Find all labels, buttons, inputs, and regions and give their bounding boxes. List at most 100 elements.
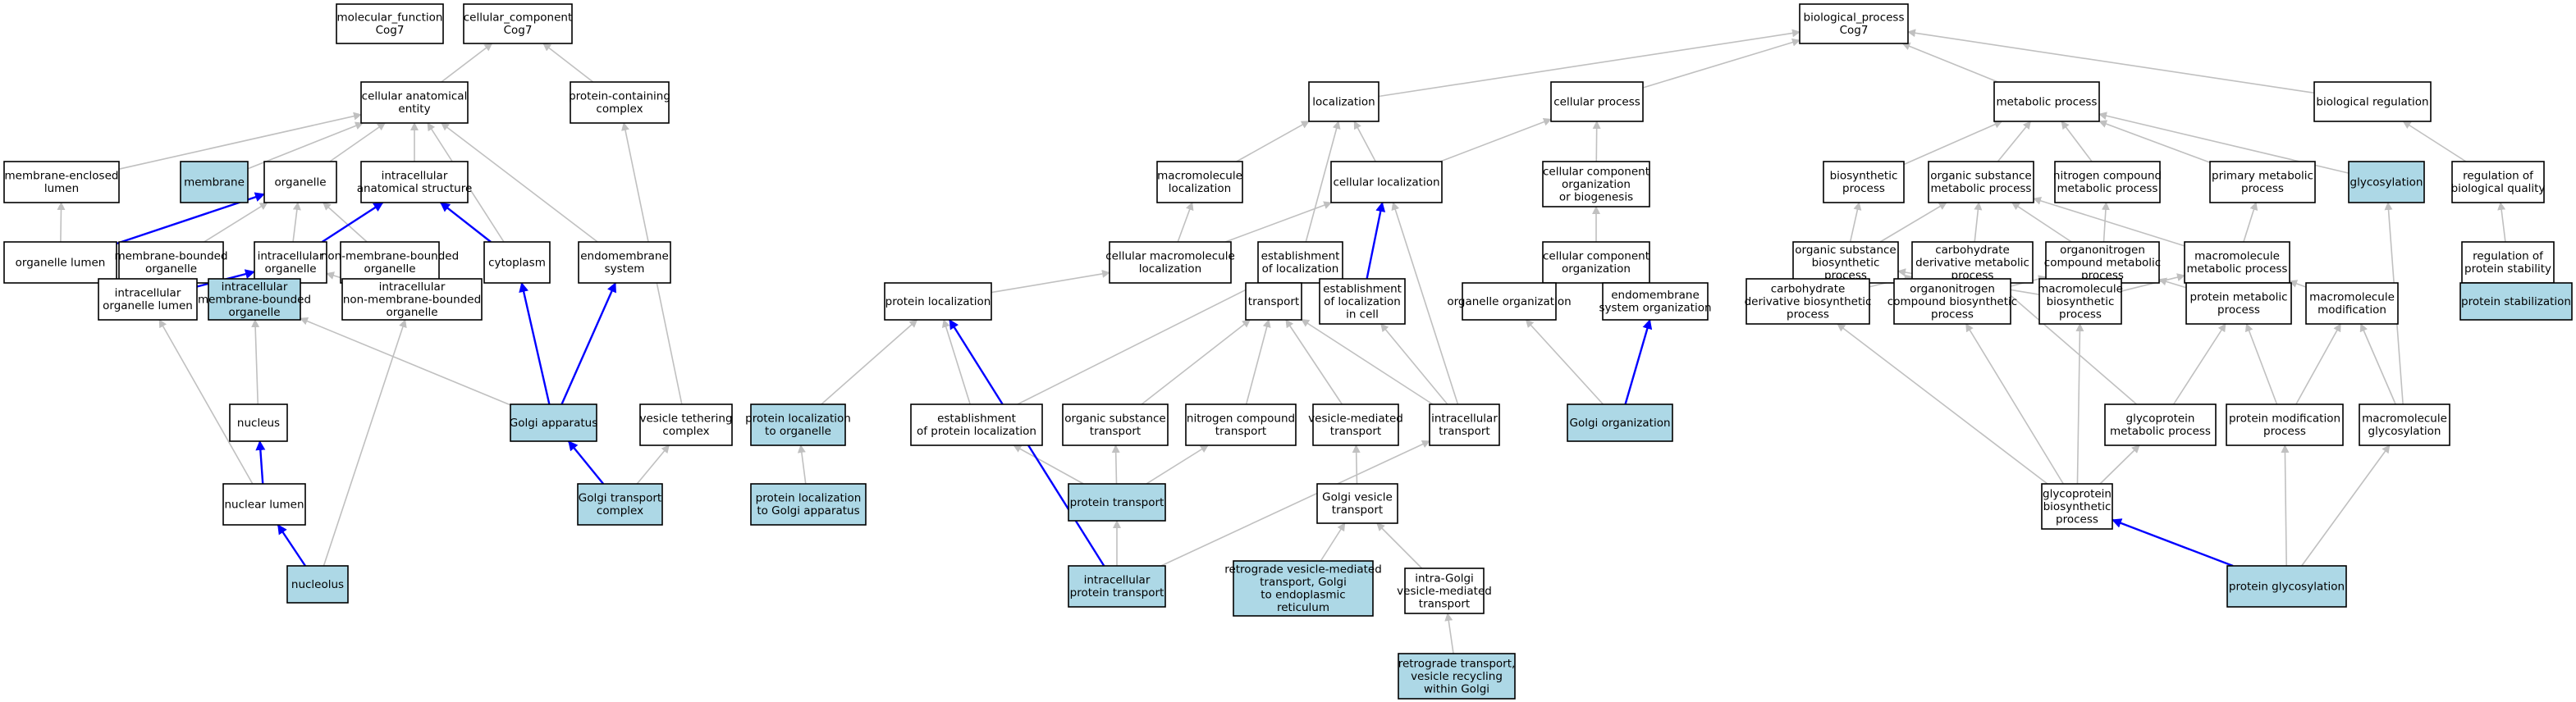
node-ptrans[interactable]: protein transport xyxy=(1068,483,1166,522)
node-bioreg[interactable]: biological regulation xyxy=(2313,81,2432,122)
node-box xyxy=(98,278,198,321)
node-box xyxy=(1233,560,1374,617)
node-label-line: protein stability xyxy=(2464,262,2551,276)
node-label-line: non-membrane-bounded xyxy=(321,250,459,263)
node-cellloc[interactable]: cellular localization xyxy=(1330,161,1443,203)
node-nucleolus[interactable]: nucleolus xyxy=(286,565,349,604)
node-pstab[interactable]: protein stabilization xyxy=(2459,282,2573,321)
node-orgorg[interactable]: organelle organization xyxy=(1447,282,1572,321)
node-pglyc[interactable]: protein glycosylation xyxy=(2226,565,2347,608)
node-orglumen[interactable]: organelle lumen xyxy=(3,241,117,284)
node-glycosylation[interactable]: glycosylation xyxy=(2348,161,2425,203)
node-box xyxy=(463,3,573,44)
node-metproc[interactable]: metabolic process xyxy=(1993,81,2100,122)
node-label-line: lumen xyxy=(44,182,79,195)
node-cytoplasm[interactable]: cytoplasm xyxy=(483,241,551,284)
node-label-line: organelle organization xyxy=(1447,295,1571,308)
node-nucleus[interactable]: nucleus xyxy=(229,403,288,442)
node-box xyxy=(1542,161,1650,207)
node-cellproc[interactable]: cellular process xyxy=(1550,81,1644,122)
node-localization[interactable]: localization xyxy=(1308,81,1380,122)
node-box xyxy=(1062,403,1169,446)
node-label-line: endomembrane xyxy=(1611,289,1700,302)
edge-organelle-to-cae xyxy=(329,122,386,162)
node-box xyxy=(1567,403,1673,442)
node-label-line: vesicle recycling xyxy=(1411,670,1503,683)
node-nuclum[interactable]: nuclear lumen xyxy=(222,483,306,526)
node-rtvr[interactable]: retrograde transport,vesicle recyclingwi… xyxy=(1398,653,1516,700)
node-label-line: transport xyxy=(1332,504,1383,517)
node-box xyxy=(1792,241,1899,284)
node-inmbo[interactable]: intracellularnon-membrane-boundedorganel… xyxy=(341,278,483,321)
node-organelle[interactable]: organelle xyxy=(263,161,337,203)
edge-gbp-to-oncbp xyxy=(1965,323,2064,485)
node-box xyxy=(229,403,288,442)
node-box xyxy=(1330,161,1443,203)
node-box xyxy=(1068,565,1166,608)
node-box xyxy=(510,403,597,442)
node-golgiorg[interactable]: Golgi organization xyxy=(1567,403,1673,442)
node-membrane[interactable]: membrane xyxy=(180,161,249,203)
node-golgi[interactable]: Golgi apparatus xyxy=(510,403,597,442)
node-label-line: glycoprotein xyxy=(2126,413,2195,426)
node-label-line: cellular_component xyxy=(464,11,572,25)
node-label-line: regulation of xyxy=(2463,170,2534,183)
node-transport[interactable]: transport xyxy=(1245,282,1302,321)
node-label-line: organonitrogen xyxy=(2060,244,2145,257)
node-label-line: macromolecule xyxy=(2309,291,2395,304)
node-protloc[interactable]: protein localization xyxy=(884,282,992,321)
